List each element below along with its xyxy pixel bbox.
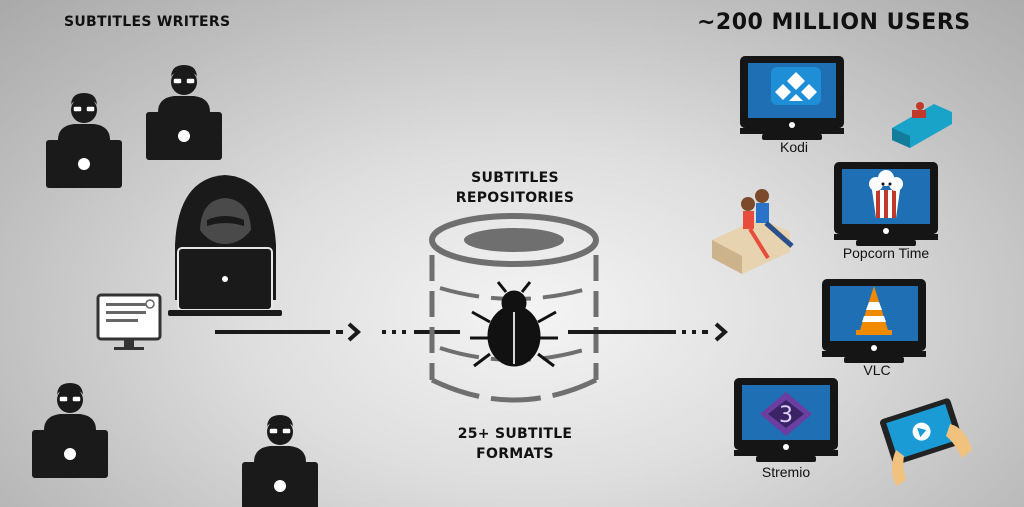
- app-label-stremio: Stremio: [761, 464, 811, 480]
- writers-title: SUBTITLES WRITERS: [64, 14, 231, 30]
- writer-figure-2: [145, 64, 223, 161]
- writer-figure-4: [241, 414, 319, 507]
- tablet-icon: [880, 398, 972, 486]
- popcorn-icon: [869, 170, 903, 218]
- stremio-icon: 3: [760, 392, 812, 436]
- writer-figure-3: [31, 382, 109, 479]
- arrow-left-to-repository: [215, 322, 460, 342]
- vlc-monitor: [822, 279, 926, 363]
- writer-figure-1: [45, 92, 123, 189]
- arrow-repository-to-users: [568, 322, 729, 342]
- repository-title-line2: REPOSITORIES: [455, 190, 575, 206]
- stremio-monitor: 3: [734, 378, 838, 462]
- app-label-popcorn-time: Popcorn Time: [842, 245, 930, 261]
- svg-text:3: 3: [779, 403, 793, 428]
- kodi-icon: [771, 67, 821, 105]
- popcorn-time-monitor: [834, 162, 938, 246]
- document-monitor-icon: [96, 293, 162, 350]
- formats-title-line1: 25+ SUBTITLE: [457, 426, 573, 442]
- repository-title-line1: SUBTITLES: [471, 170, 559, 186]
- couple-on-couch-icon: [712, 189, 794, 274]
- repository-title: SUBTITLES REPOSITORIES: [440, 168, 590, 208]
- app-label-kodi: Kodi: [779, 139, 809, 155]
- bug-icon: [470, 281, 558, 368]
- vlc-cone-icon: [856, 286, 892, 335]
- users-title: ~200 MILLION USERS: [697, 10, 971, 35]
- hacker-icon: [168, 175, 282, 316]
- formats-title: 25+ SUBTITLE FORMATS: [440, 424, 590, 464]
- kodi-monitor: [740, 56, 844, 140]
- app-label-vlc: VLC: [863, 362, 891, 378]
- sofa-icon: [892, 102, 952, 148]
- formats-title-line2: FORMATS: [476, 446, 554, 462]
